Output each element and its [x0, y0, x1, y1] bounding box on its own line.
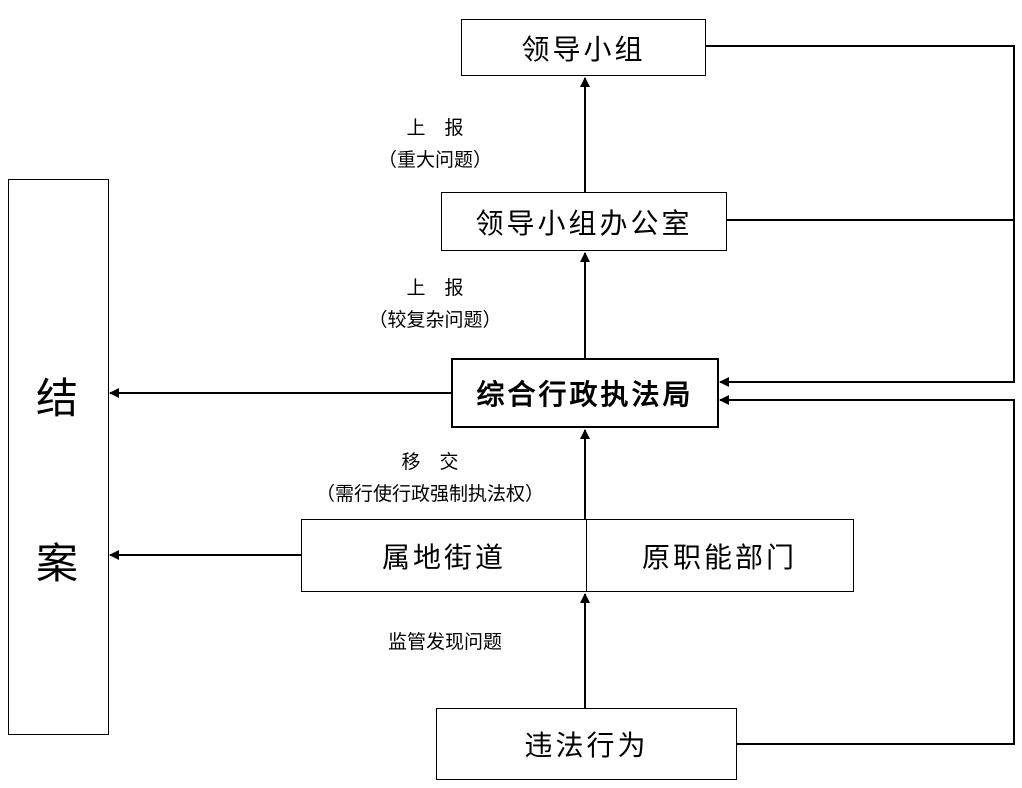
- close-case-char-bottom: 案: [35, 539, 81, 588]
- street-cell: 属地街道: [302, 520, 587, 591]
- report-major-line1: 上 报: [406, 117, 464, 139]
- report-complex-line2: （较复杂问题）: [368, 309, 502, 331]
- transfer-line1: 移 交: [401, 451, 459, 473]
- original-dept-cell: 原职能部门: [641, 540, 797, 574]
- close-case-box: 结 案: [8, 179, 109, 735]
- report-complex-label: 上 报 （较复杂问题）: [350, 272, 520, 336]
- leader-office-box: 领导小组办公室: [441, 192, 727, 251]
- transfer-label: 移 交 （需行使行政强制执法权）: [280, 446, 580, 510]
- departments-box: 属地街道 原职能部门: [301, 519, 854, 592]
- transfer-line2: （需行使行政强制执法权）: [315, 483, 544, 505]
- enforcement-bureau-box: 综合行政执法局: [451, 358, 719, 428]
- report-major-label: 上 报 （重大问题）: [360, 112, 510, 176]
- close-case-char-top: 结: [35, 374, 81, 423]
- supervise-label: 监管发现问题: [387, 631, 502, 653]
- report-complex-line1: 上 报: [406, 277, 464, 299]
- leader-group-box: 领导小组: [461, 19, 706, 76]
- report-major-line2: （重大问题）: [377, 149, 492, 171]
- feedback-line-violation: [719, 395, 1015, 745]
- feedback-line-group: [705, 45, 1015, 387]
- violation-box: 违法行为: [436, 708, 737, 780]
